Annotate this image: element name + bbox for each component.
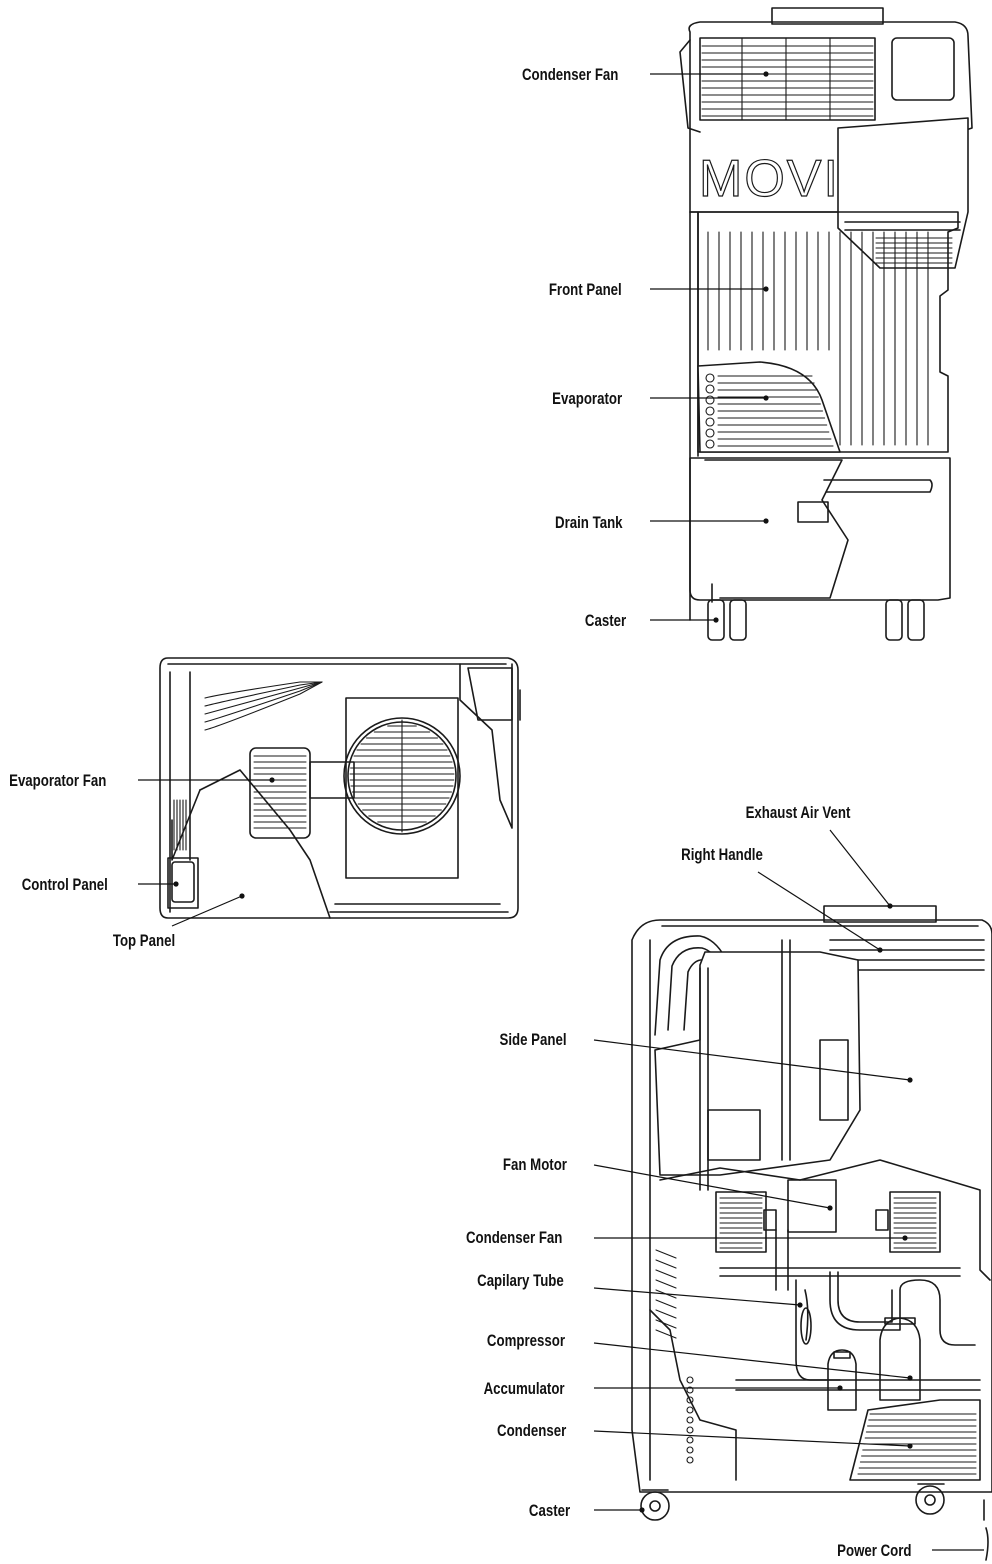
label-accumulator: Accumulator <box>484 1380 565 1399</box>
label-power-cord: Power Cord <box>837 1542 911 1561</box>
side-caster-left <box>640 1489 670 1521</box>
label-exhaust-air-vent: Exhaust Air Vent <box>746 804 851 823</box>
evaporator-coil-loop <box>705 417 715 427</box>
evaporator-coil-loop <box>705 373 715 383</box>
side-view-unit <box>631 905 992 1561</box>
refrigerant-tube <box>204 681 323 715</box>
pointer-capilary-tube <box>797 1302 803 1308</box>
front-caster-wheel <box>729 599 747 641</box>
label-side-condenser-fan: Condenser Fan <box>466 1229 562 1248</box>
label-fan-motor: Fan Motor <box>503 1156 567 1175</box>
pointer-compressor <box>907 1375 913 1381</box>
side-caster-right <box>915 1483 945 1515</box>
coil-dash <box>655 1279 677 1289</box>
leader-compressor <box>593 1342 911 1379</box>
leader-capilary-tube <box>593 1287 801 1306</box>
coil-loop <box>686 1396 694 1404</box>
coil-loop <box>686 1386 694 1394</box>
coil-loop <box>686 1416 694 1424</box>
evaporator-coil-loop <box>705 406 715 416</box>
label-compressor: Compressor <box>487 1332 565 1351</box>
pointer-control-panel <box>173 881 179 887</box>
label-front-caster: Caster <box>585 612 626 631</box>
label-front-panel: Front Panel <box>549 281 622 300</box>
front-caster-wheel <box>885 599 903 641</box>
refrigerant-tube <box>204 681 323 707</box>
coil-loop <box>686 1446 694 1454</box>
leader-top-panel <box>171 895 243 927</box>
evaporator-coil-loop <box>705 439 715 449</box>
coil-dash <box>655 1309 677 1319</box>
pointer-side-caster <box>639 1507 645 1513</box>
pointer-front-caster <box>713 617 719 623</box>
coil-dash <box>655 1329 677 1339</box>
pointer-side-condenser-fan <box>902 1235 908 1241</box>
leader-exhaust-air-vent <box>829 829 891 907</box>
label-capilary-tube: Capilary Tube <box>477 1272 564 1291</box>
label-condenser: Condenser <box>497 1422 566 1441</box>
label-side-caster: Caster <box>529 1502 570 1521</box>
pointer-top-panel <box>239 893 245 899</box>
coil-dash <box>655 1319 677 1329</box>
leader-fan-motor <box>593 1164 831 1209</box>
label-evaporator-fan: Evaporator Fan <box>9 772 106 791</box>
coil-dash <box>655 1249 677 1259</box>
pointer-evaporator-fan <box>269 777 275 783</box>
pointer-accumulator <box>837 1385 843 1391</box>
coil-loop <box>686 1376 694 1384</box>
coil-dash <box>655 1259 677 1269</box>
refrigerant-tube <box>204 681 323 723</box>
front-caster-wheel <box>907 599 925 641</box>
pointer-front-panel <box>763 286 769 292</box>
front-view-unit: MOVIN <box>679 7 973 641</box>
pointer-front-condenser-fan <box>763 71 769 77</box>
leader-condenser <box>593 1430 911 1447</box>
evaporator-coil-loop <box>705 395 715 405</box>
evaporator-coil-loop <box>705 384 715 394</box>
label-side-panel: Side Panel <box>500 1031 567 1050</box>
coil-dash <box>655 1269 677 1279</box>
evaporator-coil-loop <box>705 428 715 438</box>
label-top-panel: Top Panel <box>113 932 175 951</box>
coil-loop <box>686 1426 694 1434</box>
pointer-fan-motor <box>827 1205 833 1211</box>
coil-loop <box>686 1406 694 1414</box>
label-control-panel: Control Panel <box>22 876 108 895</box>
leader-side-panel <box>593 1039 911 1081</box>
pointer-condenser <box>907 1443 913 1449</box>
label-drain-tank: Drain Tank <box>555 514 623 533</box>
label-right-handle: Right Handle <box>681 846 763 865</box>
callout-labels: Condenser Fan Front Panel Evaporator Dra… <box>9 66 984 1561</box>
label-front-condenser-fan: Condenser Fan <box>522 66 618 85</box>
pointer-side-panel <box>907 1077 913 1083</box>
coil-dash <box>655 1299 677 1309</box>
top-view-unit <box>159 657 521 919</box>
refrigerant-tube <box>204 681 323 699</box>
label-evaporator: Evaporator <box>552 390 622 409</box>
coil-loop <box>686 1436 694 1444</box>
refrigerant-tube <box>204 681 323 731</box>
pointer-evaporator <box>763 395 769 401</box>
pointer-exhaust-air-vent <box>887 903 893 909</box>
pointer-right-handle <box>877 947 883 953</box>
leader-right-handle <box>757 871 881 951</box>
coil-loop <box>686 1456 694 1464</box>
pointer-drain-tank <box>763 518 769 524</box>
